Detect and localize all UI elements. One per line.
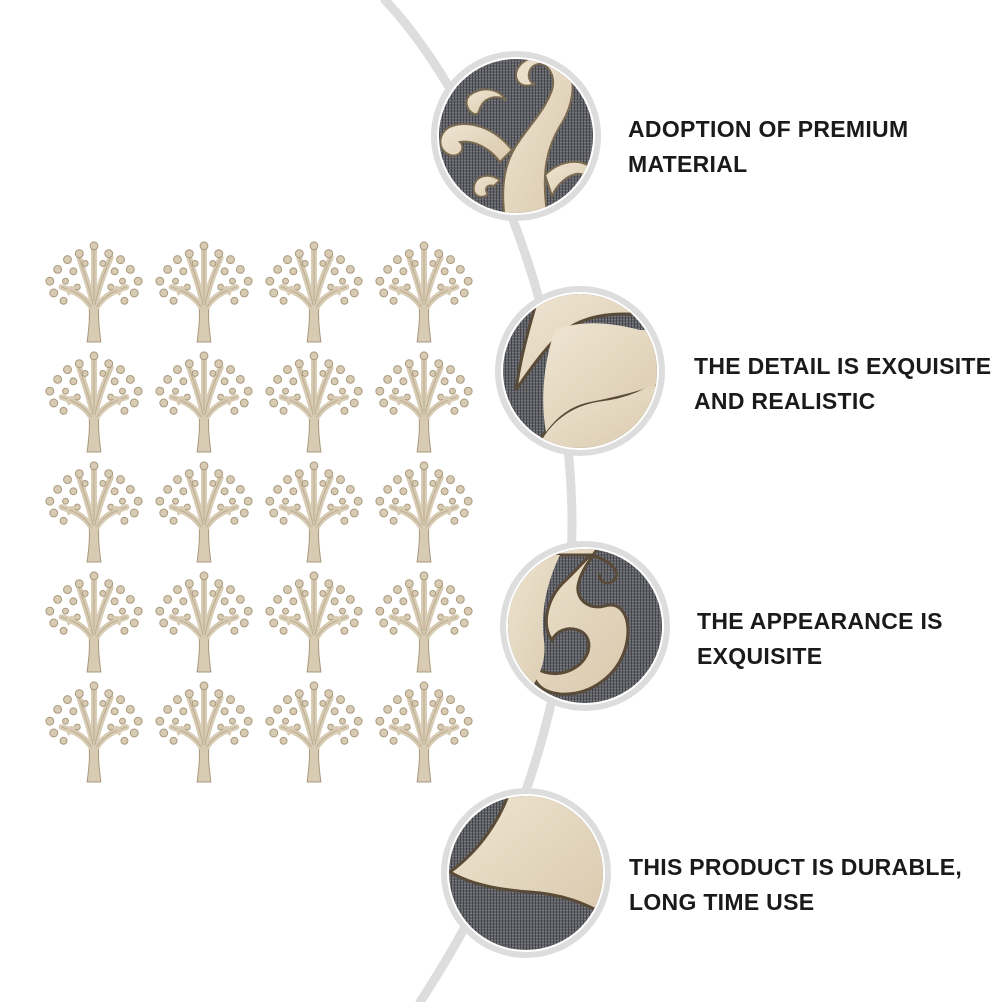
detail-circle-premium-material	[431, 51, 601, 221]
tree-cutout	[266, 682, 362, 782]
feature-line: MATERIAL	[628, 151, 748, 177]
tree-cutout	[376, 462, 472, 562]
feature-line: LONG TIME USE	[629, 889, 815, 915]
feature-line: EXQUISITE	[697, 643, 823, 669]
feature-line: AND REALISTIC	[694, 388, 876, 414]
feature-appearance: THE APPEARANCE IS EXQUISITE	[697, 604, 943, 674]
tree-cutout	[376, 572, 472, 672]
detail-circle-appearance	[500, 541, 670, 711]
product-grid	[46, 242, 472, 782]
tree-cutout	[266, 242, 362, 342]
tree-cutout	[376, 682, 472, 782]
tree-cutout	[266, 572, 362, 672]
tree-cutout	[266, 462, 362, 562]
tree-cutout	[46, 352, 142, 452]
feature-line: THE DETAIL IS EXQUISITE	[694, 353, 992, 379]
tree-cutout	[266, 352, 362, 452]
tree-cutout	[156, 242, 252, 342]
tree-cutout	[156, 462, 252, 562]
detail-circle-durable	[441, 788, 611, 958]
tree-cutout	[46, 462, 142, 562]
feature-line: ADOPTION OF PREMIUM	[628, 116, 909, 142]
feature-line: THE APPEARANCE IS	[697, 608, 943, 634]
tree-cutout	[376, 242, 472, 342]
tree-cutout	[376, 352, 472, 452]
tree-cutout	[46, 682, 142, 782]
feature-durable: THIS PRODUCT IS DURABLE, LONG TIME USE	[629, 850, 962, 920]
detail-circle-detail-exquisite	[495, 286, 665, 456]
feature-premium-material: ADOPTION OF PREMIUM MATERIAL	[628, 112, 908, 182]
tree-cutout	[46, 242, 142, 342]
tree-cutout	[156, 682, 252, 782]
tree-cutout	[156, 352, 252, 452]
feature-detail-exquisite: THE DETAIL IS EXQUISITE AND REALISTIC	[694, 349, 991, 419]
feature-line: THIS PRODUCT IS DURABLE,	[629, 854, 963, 880]
tree-cutout	[156, 572, 252, 672]
tree-cutout	[46, 572, 142, 672]
